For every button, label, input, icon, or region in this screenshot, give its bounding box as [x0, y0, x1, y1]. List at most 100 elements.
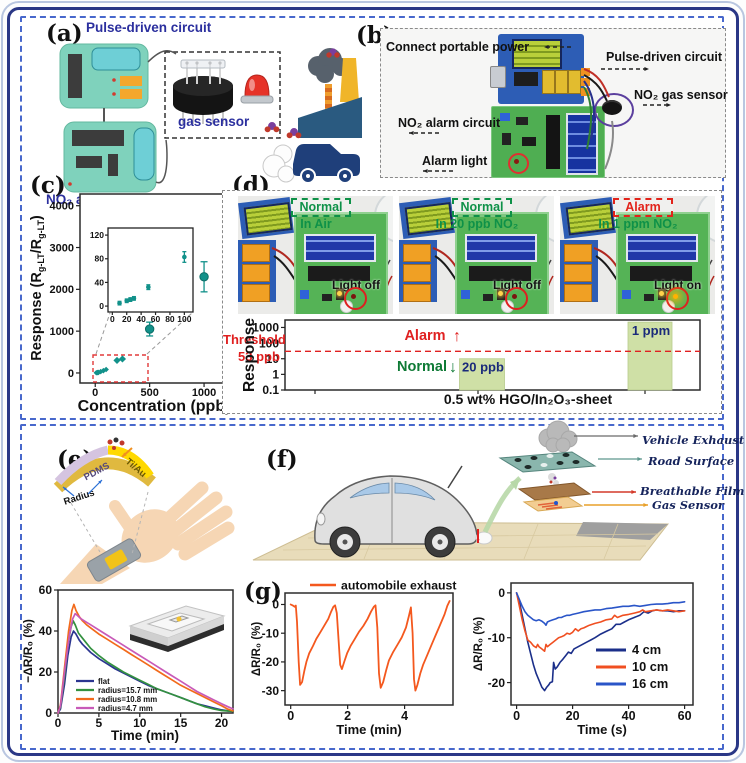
svg-text:100: 100 [259, 336, 279, 350]
alarm-light-label: Alarm light [422, 154, 488, 168]
status-badge: Normal [291, 198, 351, 217]
svg-text:60: 60 [39, 583, 53, 597]
svg-text:−ΔR/R₀ (%): −ΔR/R₀ (%) [21, 619, 35, 683]
db9-connector [490, 66, 506, 88]
pulse-circuit-photo-label: Pulse-driven circuit [606, 50, 723, 64]
pulse-driver-pcb [490, 34, 590, 104]
relay-board [560, 240, 598, 302]
svg-text:1: 1 [272, 368, 279, 382]
terminal-block [581, 88, 590, 96]
svg-text:1000: 1000 [50, 326, 74, 338]
alarm-led [351, 294, 356, 299]
svg-text:Threshold: Threshold [223, 332, 286, 347]
svg-text:ΔR/R₀ (%): ΔR/R₀ (%) [251, 622, 263, 677]
svg-text:1 ppm: 1 ppm [632, 323, 670, 338]
yellow-led [498, 291, 503, 296]
terminal-block [581, 68, 590, 76]
svg-text:Response: Response [241, 318, 258, 392]
svg-text:10: 10 [133, 716, 147, 730]
svg-text:500: 500 [140, 387, 158, 399]
circuit-schematic-illustration [59, 43, 362, 193]
condition-label: In 1 ppm NO₂ [598, 217, 678, 231]
panel-label-f: (f) [266, 446, 298, 473]
svg-text:20: 20 [39, 665, 53, 679]
svg-text:0.5 wt% HGO/In₂O₃-sheet: 0.5 wt% HGO/In₂O₃-sheet [444, 391, 613, 407]
svg-text:120: 120 [90, 230, 104, 240]
light-state-label: Light off [493, 278, 541, 292]
alarm-led [512, 294, 517, 299]
light-state-label: Light on [654, 278, 702, 292]
alarm-led-circle [508, 153, 529, 174]
svg-text:80: 80 [95, 254, 105, 264]
svg-text:ΔR/R₀ (%): ΔR/R₀ (%) [473, 617, 485, 672]
svg-text:Normal: Normal [397, 359, 447, 375]
alarm-pcb-photo [294, 212, 388, 314]
gas-sensor-layer-label: Gas Sensor [652, 498, 724, 512]
potentiometer [500, 113, 510, 121]
svg-text:4000: 4000 [50, 201, 74, 213]
svg-text:-10: -10 [488, 631, 506, 645]
yellow-led [659, 291, 664, 296]
svg-text:10: 10 [266, 352, 280, 366]
relay [568, 70, 581, 94]
road-surface-label: Road Surface [648, 454, 735, 468]
microcontroller-ic [514, 72, 538, 86]
svg-text:2000: 2000 [50, 284, 74, 296]
svg-text:20 ppb: 20 ppb [462, 360, 504, 375]
alarm-led [673, 294, 678, 299]
status-badge: Normal [452, 198, 512, 217]
svg-text:Time (min): Time (min) [111, 728, 179, 743]
svg-text:0: 0 [287, 709, 294, 723]
svg-text:-10: -10 [262, 626, 280, 640]
gas-sensor-label: gas sensor [178, 114, 250, 129]
component [502, 133, 511, 145]
svg-text:4 cm: 4 cm [632, 642, 661, 657]
alarm-pcb-photo [455, 212, 549, 314]
svg-text:Time (s): Time (s) [577, 722, 627, 737]
svg-text:0: 0 [99, 301, 104, 311]
svg-text:10 cm: 10 cm [632, 659, 668, 674]
svg-text:0: 0 [55, 716, 62, 730]
component [522, 137, 536, 146]
svg-text:Response (Rg-LT/Rg-LT): Response (Rg-LT/Rg-LT) [29, 215, 46, 361]
svg-text:5: 5 [96, 716, 103, 730]
svg-text:Time (min): Time (min) [336, 722, 402, 737]
long-ic [546, 115, 560, 169]
led-circle [344, 287, 367, 310]
relay [542, 70, 555, 94]
svg-text:1000: 1000 [192, 387, 216, 399]
svg-text:1000: 1000 [252, 321, 279, 335]
svg-text:20: 20 [566, 709, 580, 723]
gas-sensor-photo-label: NO₂ gas sensor [634, 88, 728, 102]
panel-label-a: (a) [46, 20, 83, 47]
svg-text:16 cm: 16 cm [632, 676, 668, 691]
yellow-led [337, 291, 342, 296]
status-badge: Alarm [613, 198, 673, 217]
alarm-circuit-photo-label: NO₂ alarm circuit [398, 116, 501, 130]
svg-text:40: 40 [95, 277, 105, 287]
panel-label-c: (c) [30, 172, 66, 199]
relay-board [399, 240, 437, 302]
panel-b-photo [380, 28, 726, 178]
vehicle-exhaust-illustration [252, 420, 670, 561]
green-lcd [512, 39, 562, 69]
svg-text:60: 60 [151, 314, 161, 324]
svg-text:radius=4.7 mm: radius=4.7 mm [98, 704, 153, 713]
svg-text:0: 0 [92, 387, 98, 399]
photo-in-20ppb: Normal In 20 ppb NO₂ Light off [399, 196, 554, 314]
relay-board [238, 240, 276, 302]
breathable-film-label: Breathable Film [640, 484, 745, 498]
section-top-border [20, 16, 724, 420]
svg-text:53 ppb: 53 ppb [238, 349, 280, 364]
wires-and-arrows [409, 45, 671, 173]
svg-text:40: 40 [39, 624, 53, 638]
svg-text:radius=10.8 mm: radius=10.8 mm [98, 695, 157, 704]
light-state-label: Light off [332, 278, 380, 292]
svg-text:3000: 3000 [50, 242, 74, 254]
photo-in-1ppm: Alarm In 1 ppm NO₂ Light on [560, 196, 715, 314]
svg-text:0: 0 [272, 598, 279, 612]
